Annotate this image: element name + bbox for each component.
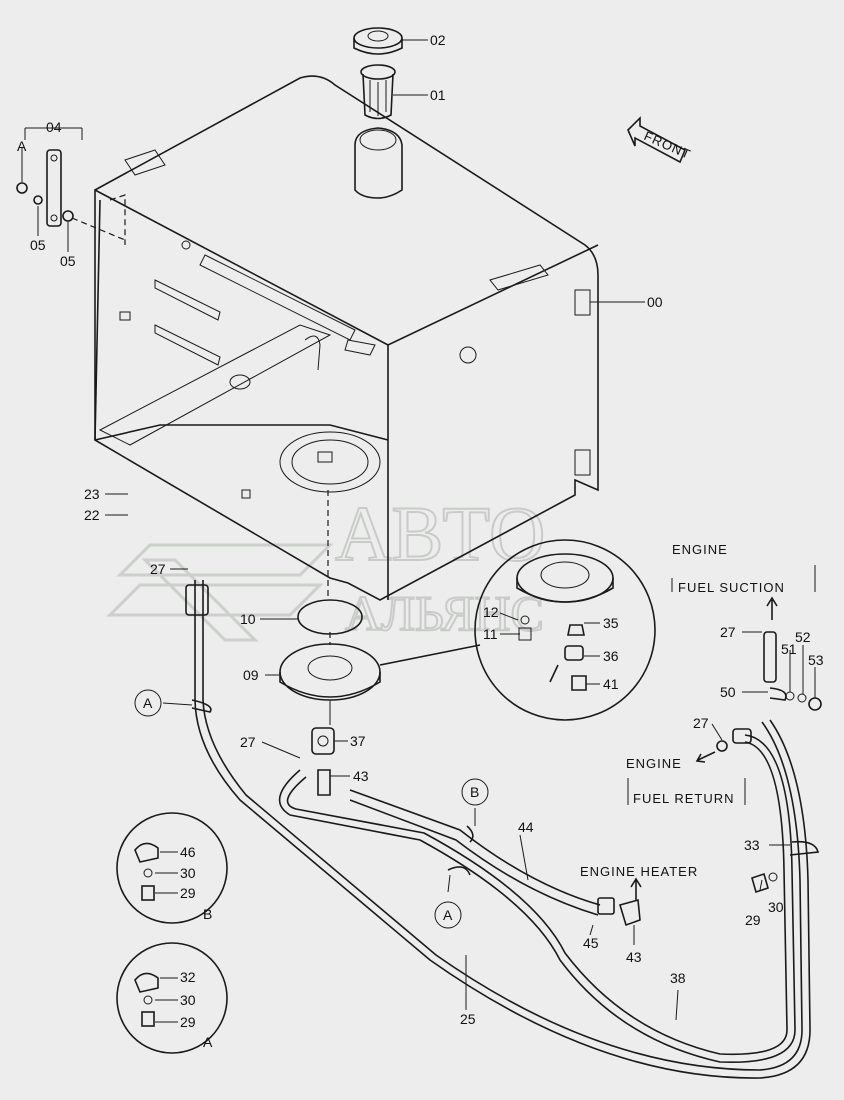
- detail-a: [116, 942, 228, 1054]
- ref-a-top: A: [17, 138, 27, 154]
- part-labels: 02 01 00 04 05 05 23 22 27 10 09 27 37 4…: [30, 32, 824, 1030]
- watermark-logo-mark: [106, 543, 334, 642]
- label-30b: 30: [180, 865, 196, 881]
- fuel-return-bracket: [627, 778, 746, 805]
- elbow-43-tank: [317, 769, 331, 796]
- leader-lines: [21, 39, 816, 1023]
- label-44: 44: [518, 819, 534, 835]
- label-45: 45: [583, 935, 599, 951]
- nut-53: [808, 697, 822, 711]
- label-50: 50: [720, 684, 736, 700]
- ref-a-lower-circle: [434, 901, 462, 929]
- label-10: 10: [240, 611, 256, 627]
- label-41: 41: [603, 676, 619, 692]
- label-53: 53: [808, 652, 824, 668]
- label-04: 04: [46, 119, 62, 135]
- ref-b-top: B: [470, 784, 479, 800]
- ref-a-left-circle: [134, 689, 162, 717]
- reference-letters: A A B A B A: [17, 138, 479, 1050]
- bolt-29-right: [751, 872, 769, 894]
- watermark-line2: АЛЬЯНС: [345, 585, 544, 641]
- label-35: 35: [603, 615, 619, 631]
- ref-b-detail: B: [203, 906, 212, 922]
- callout-engine-suction: ENGINE: [672, 542, 728, 557]
- label-00: 00: [647, 294, 663, 310]
- detail-b: [116, 812, 228, 924]
- label-05a: 05: [30, 237, 46, 253]
- callout-engine-heater: ENGINE HEATER: [580, 864, 698, 879]
- front-arrow-icon: FRONT: [627, 116, 694, 164]
- label-25: 25: [460, 1011, 476, 1027]
- label-29b: 29: [180, 885, 196, 901]
- label-43a: 43: [353, 768, 369, 784]
- ref-a-lower: A: [443, 907, 453, 923]
- label-05b: 05: [60, 253, 76, 269]
- arrow-up-icon: [766, 596, 778, 620]
- label-37: 37: [350, 733, 366, 749]
- arrow-up-icon: [630, 877, 642, 900]
- callout-fuel-return: FUEL RETURN: [633, 791, 735, 806]
- strainer: [360, 64, 396, 120]
- fuel-suction-bracket: [671, 565, 816, 592]
- label-32: 32: [180, 969, 196, 985]
- washer-30-right: [768, 872, 778, 882]
- callout-fuel-suction: FUEL SUCTION: [678, 580, 785, 595]
- label-22: 22: [84, 507, 100, 523]
- front-label: FRONT: [642, 128, 694, 162]
- label-27c: 27: [720, 624, 736, 640]
- label-30a: 30: [768, 899, 784, 915]
- label-29c: 29: [180, 1014, 196, 1030]
- label-23: 23: [84, 486, 100, 502]
- ref-a-detail: A: [203, 1034, 213, 1050]
- watermark-line1: АВТО: [335, 490, 545, 577]
- label-43b: 43: [626, 949, 642, 965]
- valve-37: [311, 727, 335, 755]
- label-12: 12: [483, 604, 499, 620]
- washer-51: [785, 691, 795, 701]
- label-27d: 27: [693, 715, 709, 731]
- label-29a: 29: [745, 912, 761, 928]
- callout-engine-return: ENGINE: [626, 756, 682, 771]
- label-27b: 27: [240, 734, 256, 750]
- label-01: 01: [430, 87, 446, 103]
- label-52: 52: [795, 629, 811, 645]
- label-02: 02: [430, 32, 446, 48]
- label-46: 46: [180, 844, 196, 860]
- washer-52: [797, 693, 807, 703]
- label-27a: 27: [150, 561, 166, 577]
- watermark: АВТО АЛЬЯНС: [106, 489, 546, 642]
- label-30c: 30: [180, 992, 196, 1008]
- nut-27-return: [716, 740, 728, 752]
- label-33: 33: [744, 837, 760, 853]
- label-11: 11: [483, 626, 498, 642]
- detail-circle: [379, 539, 656, 721]
- label-36: 36: [603, 648, 619, 664]
- label-38: 38: [670, 970, 686, 986]
- callouts: ENGINE FUEL SUCTION ENGINE FUEL RETURN E…: [580, 542, 785, 879]
- bracket-04: [16, 127, 126, 245]
- arrow-left-icon: [695, 751, 716, 763]
- label-51: 51: [781, 641, 797, 657]
- ref-a-left: A: [143, 695, 153, 711]
- label-09: 09: [243, 667, 259, 683]
- ref-b-top-circle: [461, 778, 489, 806]
- pump-flange: [279, 643, 381, 701]
- filler-cap: [353, 27, 403, 55]
- fuel-tank: [94, 75, 599, 601]
- hoses: [185, 580, 819, 1079]
